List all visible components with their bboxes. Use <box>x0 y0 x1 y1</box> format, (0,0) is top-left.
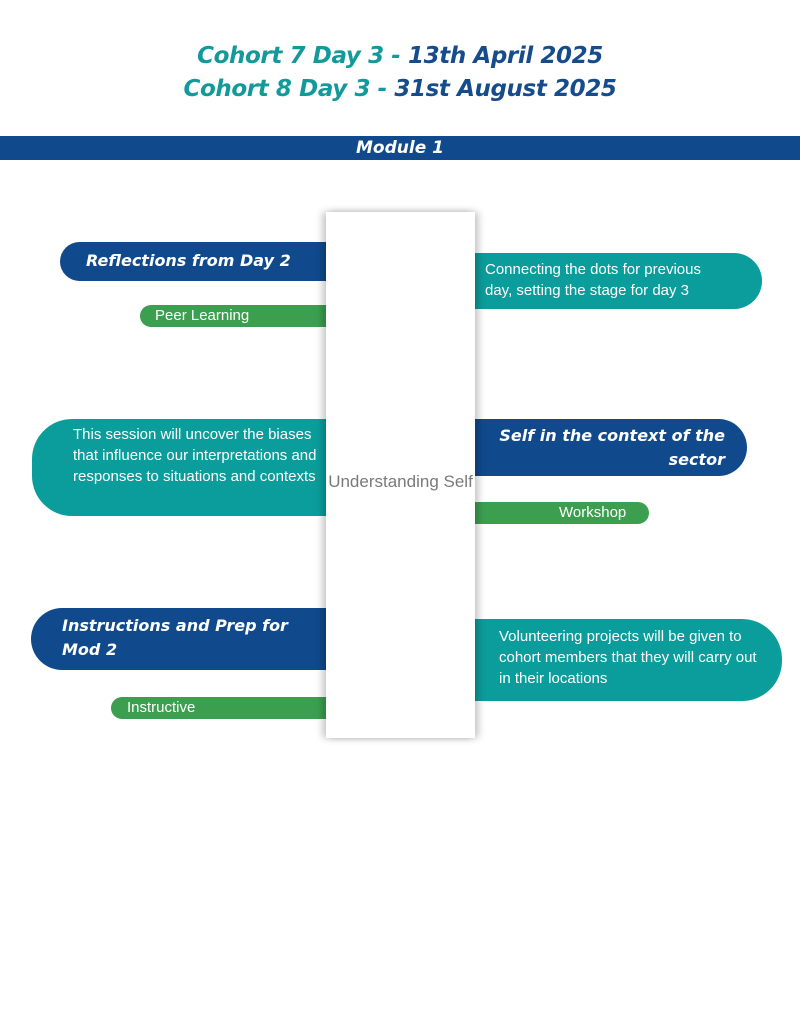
center-timeline-column: Understanding Self <box>326 212 475 738</box>
session-3-type: Instructive <box>127 699 196 716</box>
session-1-title: Reflections from Day 2 <box>86 251 291 270</box>
session-1-type-tag: Peer Learning <box>140 305 332 327</box>
session-1-type: Peer Learning <box>155 307 250 324</box>
session-2-title-pill: Self in the context of the sector <box>468 419 747 476</box>
session-3-type-tag: Instructive <box>111 697 332 719</box>
session-3-description-pill: Volunteering projects will be given to c… <box>468 619 782 701</box>
session-3-description: Volunteering projects will be given to c… <box>499 628 757 687</box>
cohort-8-date: 31st August 2025 <box>394 76 617 102</box>
session-2-title: Self in the context of the sector <box>499 426 725 469</box>
session-1-description-pill: Connecting the dots for previous day, se… <box>468 253 762 309</box>
header-line-cohort-8: Cohort 8 Day 3 - 31st August 2025 <box>0 76 800 102</box>
session-3-title: Instructions and Prep for Mod 2 <box>62 616 288 659</box>
session-1-title-pill: Reflections from Day 2 <box>60 242 332 281</box>
session-3-title-pill: Instructions and Prep for Mod 2 <box>31 608 332 670</box>
cohort-8-label: Cohort 8 Day 3 - <box>183 76 388 102</box>
session-2-description: This session will uncover the biases tha… <box>73 426 317 485</box>
cohort-7-label: Cohort 7 Day 3 - <box>197 43 401 69</box>
cohort-7-date: 13th April 2025 <box>408 43 603 69</box>
module-banner: Module 1 <box>0 136 800 160</box>
center-theme-label: Understanding Self <box>328 472 473 491</box>
session-2-description-pill: This session will uncover the biases tha… <box>32 419 332 516</box>
session-1-description: Connecting the dots for previous day, se… <box>485 261 701 299</box>
header-line-cohort-7: Cohort 7 Day 3 - 13th April 2025 <box>0 43 800 69</box>
session-2-type: Workshop <box>559 504 627 521</box>
module-title: Module 1 <box>356 138 444 158</box>
session-2-type-tag: Workshop <box>468 502 649 524</box>
